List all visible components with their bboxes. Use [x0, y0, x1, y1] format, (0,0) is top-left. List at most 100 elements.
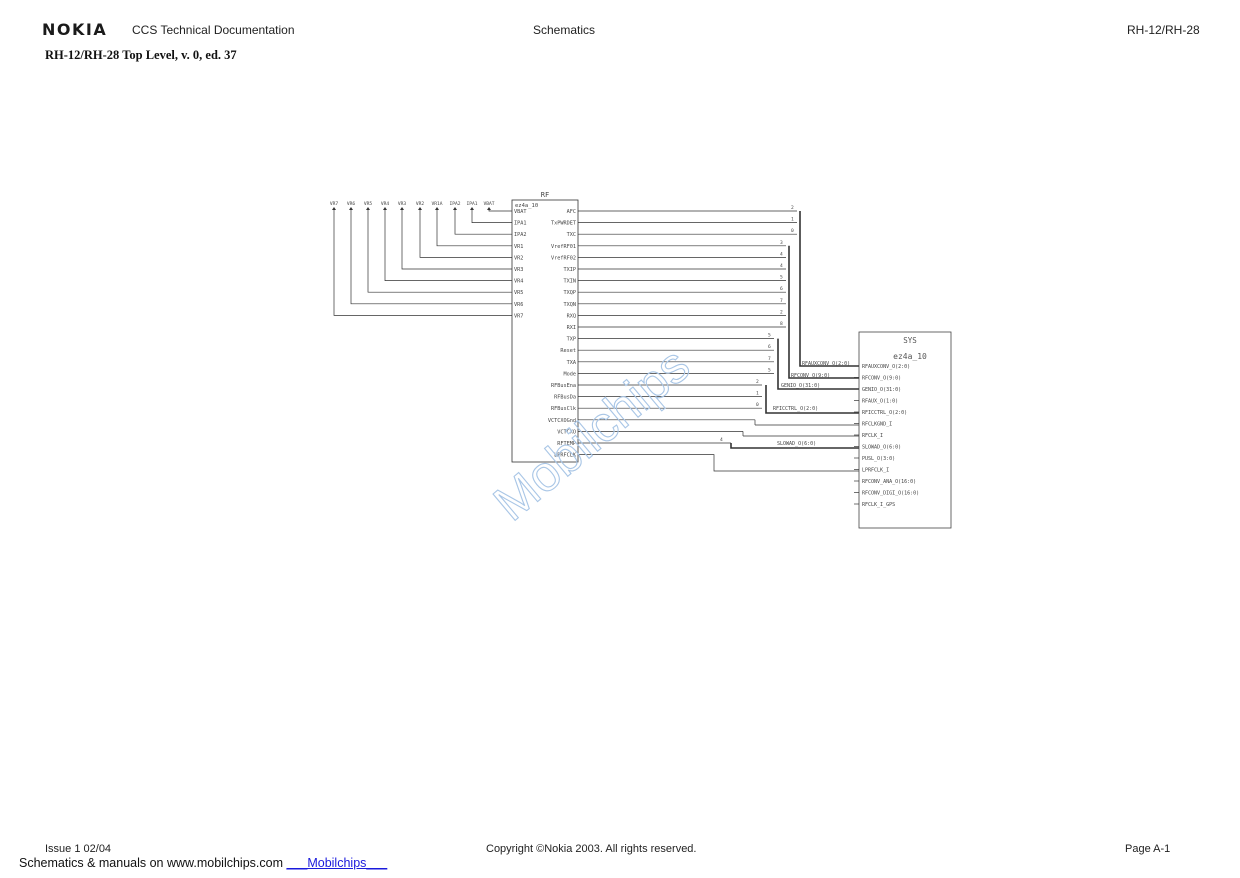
sys-pin-label: RFICCTRL_O(2:0) — [862, 410, 907, 416]
rf-pin-label: TxPWRDET — [551, 221, 576, 227]
port-label: VR1A — [431, 201, 442, 207]
sys-pin-label: RFCLKGND_I — [862, 422, 892, 428]
sys-pin-label: GENIO_O(31:0) — [862, 387, 901, 393]
mirror-text: Schematics & manuals on www.mobilchips.c… — [19, 856, 283, 870]
bus-number: 8 — [780, 321, 783, 327]
wire — [488, 210, 512, 212]
rf-block-part: ez4a_10 — [515, 203, 538, 209]
port-label: IPA1 — [466, 201, 477, 207]
rf-pin-label: IPA2 — [514, 232, 527, 238]
watermark: Mobilchips — [483, 337, 700, 532]
port-arrow — [366, 207, 370, 210]
bus-trunk — [765, 385, 859, 414]
bus-trunk — [777, 338, 859, 390]
bus-number: 5 — [768, 333, 771, 339]
wires — [333, 210, 859, 472]
doc-title: CCS Technical Documentation — [132, 23, 295, 37]
port-label: VR4 — [381, 201, 390, 207]
bus-number: 6 — [768, 344, 771, 350]
rf-pin-label: TXC — [567, 232, 576, 238]
rf-pin-label: RFBusClk — [551, 406, 577, 412]
port-label: VR6 — [347, 201, 356, 207]
section-title: Schematics — [533, 23, 596, 37]
net-label: RFICCTRL_O(2:0) — [773, 406, 818, 412]
rf-pin-label: IPA1 — [514, 221, 527, 227]
bus-number: 4 — [780, 263, 783, 269]
bus-number: 2 — [780, 309, 783, 315]
port-arrow — [453, 207, 457, 210]
page-subtitle: RH-12/RH-28 Top Level, v. 0, ed. 37 — [45, 48, 237, 62]
net-label: RFCONV_O(9:0) — [791, 373, 830, 379]
port-arrow — [349, 207, 353, 210]
port-label: IPA2 — [449, 201, 460, 207]
sys-pin-label: RFCONV_O(9:0) — [862, 376, 901, 382]
bus-number: 7 — [780, 298, 783, 304]
bus-trunk — [799, 211, 859, 367]
rf-pin-label: VR2 — [514, 255, 523, 261]
rf-pin-label: VCTCXOGnd — [548, 418, 576, 424]
rf-pin-label: RXQ — [567, 313, 576, 319]
port-arrow — [400, 207, 404, 210]
sys-pin-label: RFAUXCONV_O(2:0) — [862, 364, 910, 370]
wire — [419, 210, 512, 258]
rf-pin-label: LPRFCLK — [554, 453, 577, 459]
nokia-logo: NOKIA — [42, 20, 108, 39]
bus-number: 4 — [780, 251, 783, 257]
rf-pin-label: VR5 — [514, 290, 523, 296]
bus-number: 3 — [780, 240, 783, 246]
net-label: GENIO_O(31:0) — [781, 383, 820, 389]
rf-pin-label: Reset — [560, 348, 576, 354]
rf-pin-label: VR6 — [514, 302, 523, 308]
bus-number: 0 — [756, 402, 759, 408]
rf-pin-label: TXIP — [564, 267, 577, 273]
mirror-notice: Schematics & manuals on www.mobilchips.c… — [19, 856, 387, 870]
rf-pin-label: RFBusEna — [551, 383, 576, 389]
wire — [401, 210, 512, 270]
wire — [350, 210, 512, 305]
net-label: SLOWAD_O(6:0) — [777, 441, 816, 447]
sys-pin-label: RFCLK_I — [862, 433, 883, 439]
wire — [454, 210, 512, 235]
wire — [436, 210, 512, 247]
net-labels: RFAUXCONV_O(2:0) RFCONV_O(9:0) GENIO_O(31:… — [773, 361, 850, 447]
port-arrow — [383, 207, 387, 210]
bus-number: 1 — [791, 217, 794, 223]
rf-pin-label: TXA — [567, 360, 577, 366]
footer-copyright: Copyright ©Nokia 2003. All rights reserv… — [486, 843, 697, 855]
wire — [471, 210, 512, 223]
rf-pin-label: VR7 — [514, 313, 523, 319]
rf-pin-label: VCTCXO — [557, 429, 576, 435]
rf-pin-label: VR1 — [514, 244, 523, 250]
sys-block-title: SYS — [903, 336, 917, 345]
sys-block-part: ez4a_10 — [893, 352, 927, 361]
rf-pin-label: AFC — [567, 209, 576, 215]
footer-page: Page A-1 — [1125, 843, 1171, 855]
rf-pin-label: TXIN — [564, 279, 577, 285]
sys-pin-label: RFCLK_I_GPS — [862, 502, 895, 508]
bus-trunk — [788, 245, 859, 379]
rf-block-title: RF — [541, 191, 549, 199]
rf-pin-label: TXQN — [564, 302, 577, 308]
bus-trunk — [730, 443, 859, 449]
sys-pin-label: RFAUX_O(1:0) — [862, 399, 898, 405]
bus-number: 5 — [768, 367, 771, 373]
rf-block — [511, 199, 579, 463]
wire — [367, 210, 512, 293]
port-label: VR3 — [398, 201, 407, 207]
sys-block — [858, 331, 952, 529]
sys-pins: RFAUXCONV_O(2:0) RFCONV_O(9:0) GENIO_O(31:… — [854, 364, 919, 508]
port-arrow — [470, 207, 474, 210]
model-number: RH-12/RH-28 — [1127, 23, 1200, 37]
bus-number: 6 — [780, 286, 783, 292]
rf-pin-label: VR4 — [514, 279, 523, 285]
sys-pin-label: PUSL_O(3:0) — [862, 456, 895, 462]
rf-pin-label: VrefRF01 — [551, 244, 576, 250]
bus-number: 5 — [780, 275, 783, 281]
bus-number: 2 — [791, 205, 794, 211]
sys-pin-label: SLOWAD_O(6:0) — [862, 445, 901, 451]
sys-pin-label: LPRFCLK_I — [862, 468, 889, 474]
mirror-link[interactable]: ___Mobilchips___ — [286, 856, 388, 870]
net-label: RFAUXCONV_O(2:0) — [802, 361, 850, 367]
